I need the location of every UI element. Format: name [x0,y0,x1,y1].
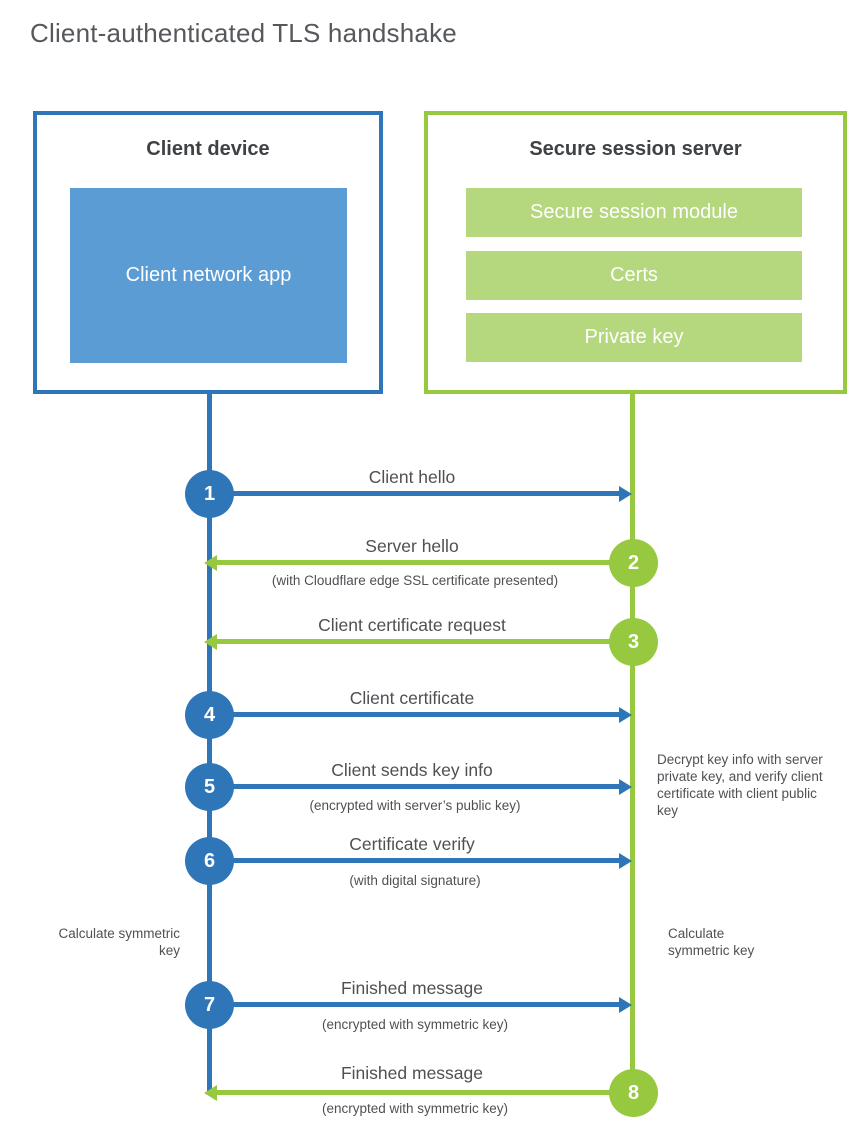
server-module-secure-session: Secure session module [466,188,802,237]
step-2-label: Server hello [365,536,459,556]
note-calculate-symmetric-key-client: Calculate symmetric key [58,926,180,958]
server-module-certs: Certs [466,251,802,300]
step-6-sublabel: (with digital signature) [349,873,481,888]
step-3-left-arrow [204,633,610,650]
step-2-badge: 2 [609,539,658,587]
page-title: Client-authenticated TLS handshake [30,18,457,48]
client-lifeline [207,393,212,1092]
client-network-app-box: Client network app [70,188,347,363]
step-4-badge: 4 [185,691,234,739]
step-3-badge: 3 [609,618,658,666]
step-5-label: Client sends key info [331,760,493,780]
step-2-left-arrow [204,554,610,571]
step-5-right-arrow [231,778,632,795]
client-device-title: Client device [146,138,270,160]
step-7-right-arrow [231,996,632,1013]
step-1-right-arrow [231,485,632,502]
server-title: Secure session server [529,138,742,160]
step-6-label: Certificate verify [349,834,475,854]
step-4-right-arrow [231,706,632,723]
step-2-sublabel: (with Cloudflare edge SSL certificate pr… [271,573,559,588]
step-6-badge: 6 [185,837,234,885]
step-7-sublabel: (encrypted with symmetric key) [321,1017,509,1032]
step-8-label: Finished message [340,1063,484,1083]
step-8-sublabel: (encrypted with symmetric key) [321,1101,509,1116]
step-7-badge: 7 [185,981,234,1029]
step-8-left-arrow [204,1084,610,1101]
server-module-private-key: Private key [466,313,802,362]
step-7-label: Finished message [340,978,484,998]
step-1-label: Client hello [368,467,456,487]
note-calculate-symmetric-key-server: Calculate symmetric key [668,926,755,958]
step-8-badge: 8 [609,1069,658,1117]
step-1-badge: 1 [185,470,234,518]
step-4-label: Client certificate [349,688,475,708]
step-5-sublabel: (encrypted with server’s public key) [309,798,521,813]
server-lifeline [630,393,635,1093]
step-3-label: Client certificate request [318,615,506,635]
note-decrypt-key-info: Decrypt key info with server private key… [657,752,823,818]
step-5-badge: 5 [185,763,234,811]
step-6-right-arrow [231,852,632,869]
client-network-app-label: Client network app [125,264,292,286]
